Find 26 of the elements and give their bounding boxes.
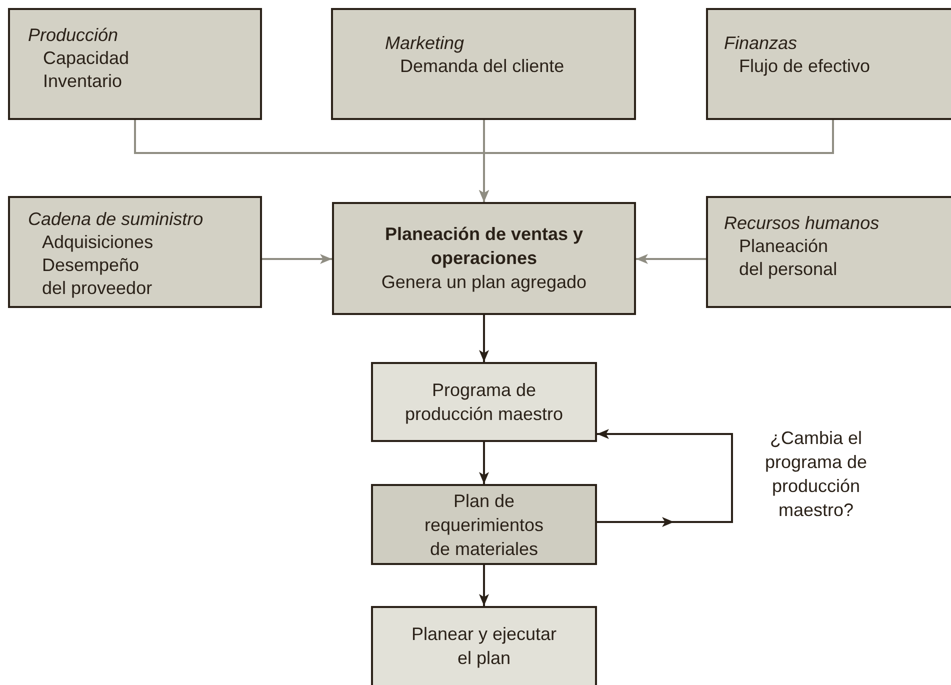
category-item: Adquisiciones [41, 231, 154, 254]
category-box [331, 8, 636, 120]
category-box [8, 8, 262, 120]
category-heading: Recursos humanos [724, 212, 880, 235]
category-item: Inventario [42, 70, 122, 93]
category-item: Capacidad [42, 47, 130, 70]
step-text: Planear y ejecutar el plan [410, 623, 558, 670]
process-title: Planeación de ventas y operaciones [384, 223, 584, 270]
process-box [371, 484, 597, 565]
category-heading: Finanzas [724, 32, 798, 55]
category-heading: Cadena de suministro [28, 208, 204, 231]
category-heading: Marketing [385, 32, 464, 55]
category-item: Demanda del cliente [399, 55, 564, 78]
process-box [332, 202, 636, 315]
category-box [8, 196, 262, 308]
step-text: Programa de producción maestro [404, 379, 564, 426]
process-box [371, 606, 597, 685]
process-description: Genera un plan agregado [381, 271, 587, 294]
step-text: Plan de requerimientos de materiales [423, 490, 545, 560]
category-box [706, 8, 951, 120]
process-box [371, 362, 597, 442]
category-item: Desempeño del proveedor [41, 254, 154, 300]
category-item: Planeación del personal [738, 235, 838, 281]
category-box [706, 196, 951, 308]
category-item: Flujo de efectivo [738, 55, 870, 78]
category-heading: Producción [28, 24, 118, 47]
